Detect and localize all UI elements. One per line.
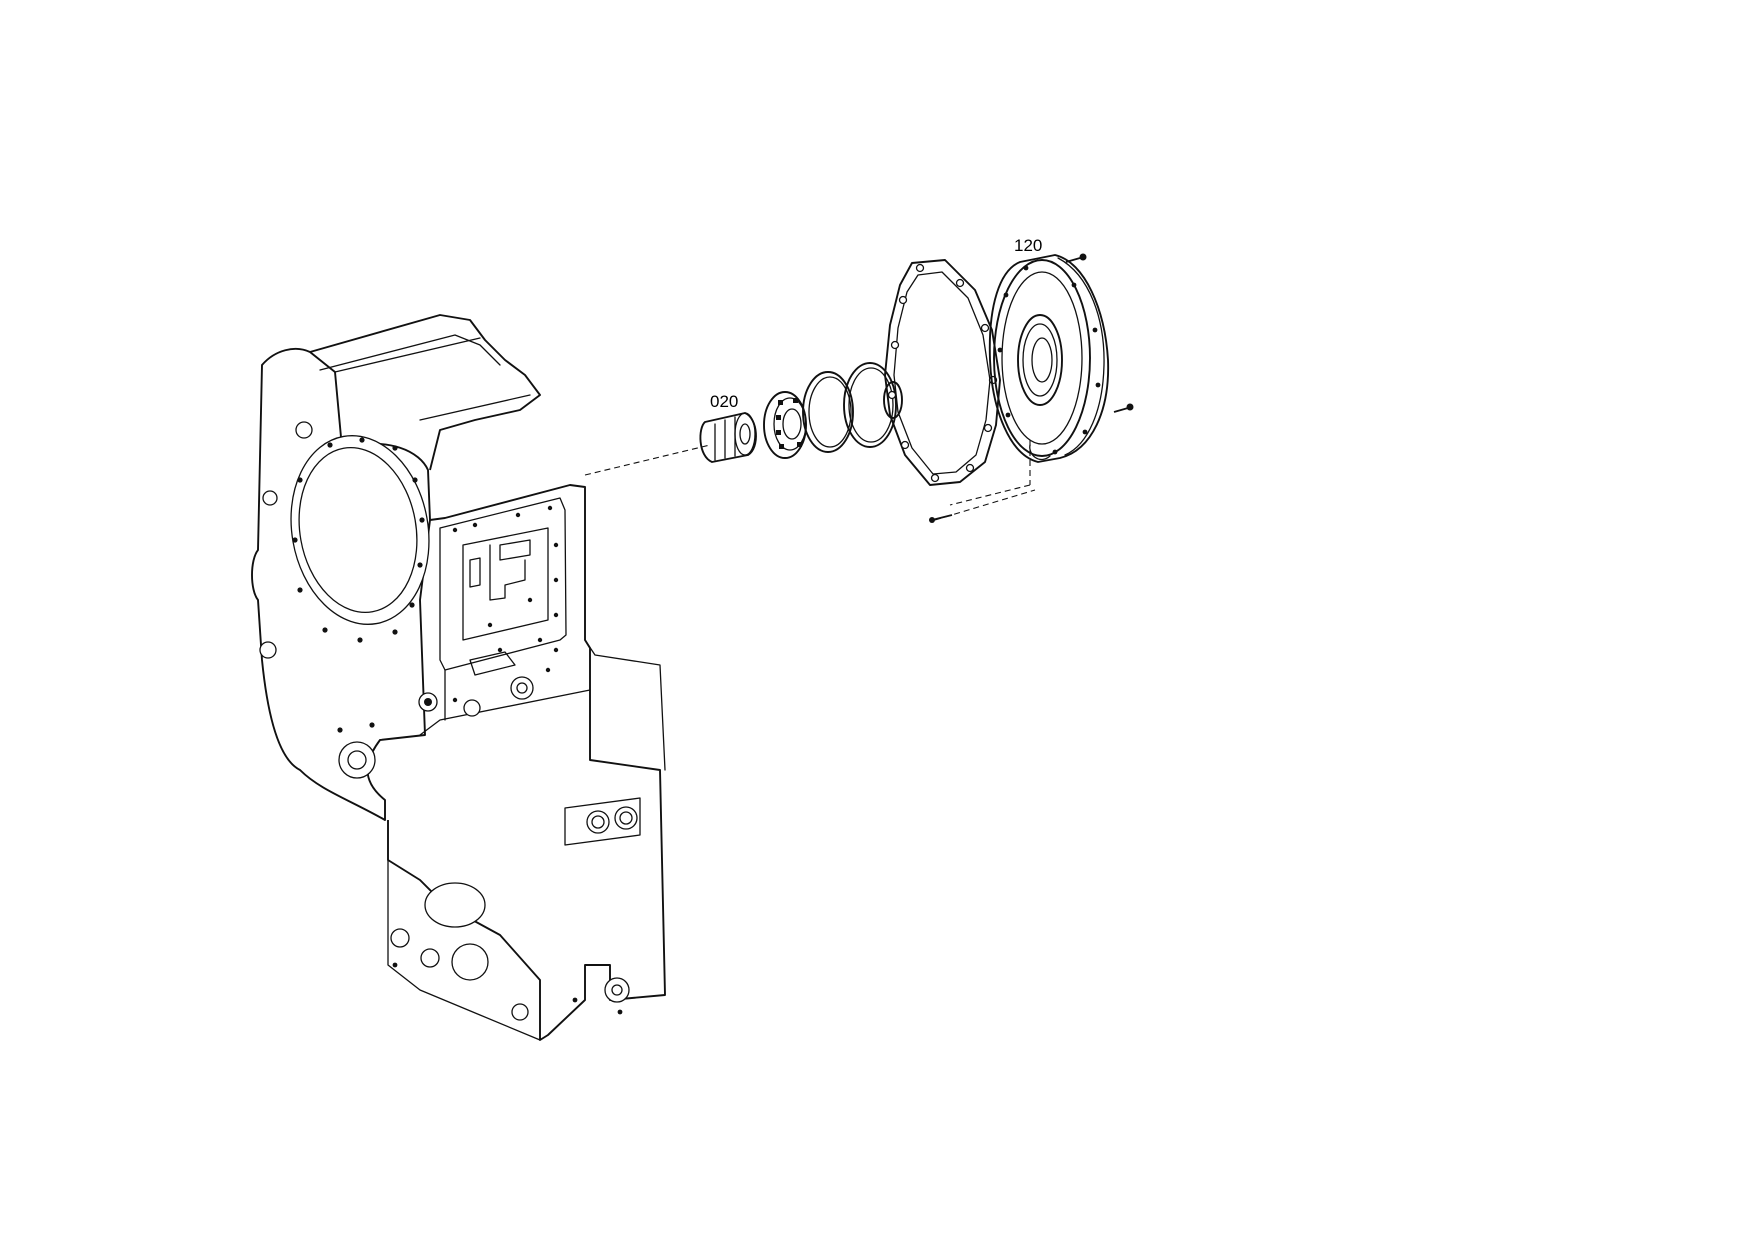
snap-ring: [802, 371, 854, 453]
transmission-housing: [251, 314, 666, 1041]
gasket: [884, 259, 1001, 486]
bolt-lower: [931, 514, 953, 521]
screw-top: [1065, 257, 1081, 263]
o-ring-small: [883, 381, 903, 419]
assembly-axis-line: [584, 444, 711, 476]
o-ring-large: [843, 362, 897, 448]
bearing: [763, 391, 807, 459]
screw-axis-line: [949, 440, 1031, 506]
part-120-pump-cover: [988, 254, 1110, 463]
part-020-coupling: [699, 412, 757, 463]
screw-right: [1113, 407, 1129, 413]
callout-120: 120: [1014, 236, 1042, 255]
callout-020: 020: [710, 392, 738, 411]
bolt-axis-line: [934, 489, 1036, 521]
